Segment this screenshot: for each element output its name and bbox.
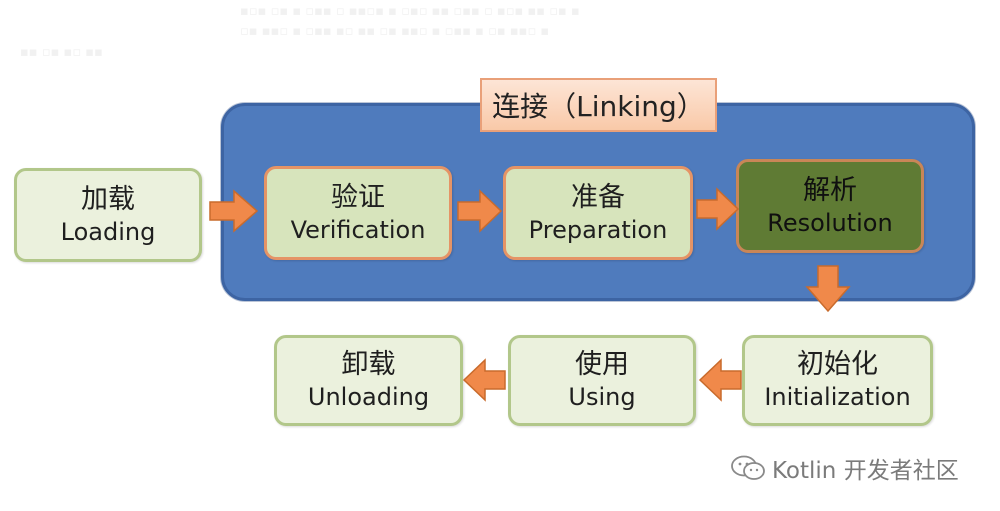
arrow-down-icon — [805, 265, 851, 313]
stage-initialization-en: Initialization — [764, 383, 911, 411]
stage-preparation-en: Preparation — [528, 215, 668, 244]
watermark: Kotlin 开发者社区 — [730, 451, 959, 485]
wechat-icon — [731, 455, 765, 480]
background-texture: ▫▪ ▪▪▫ ▪ ▫▪▪ ▪▫ ▪▪ ▫▪ ▪▪▫ ▪ ▫▪▪ ▪ ▫▪ ▪▪▫… — [240, 24, 550, 39]
linking-label-text: 连接（Linking） — [492, 90, 705, 123]
arrow-right-icon — [696, 187, 740, 231]
stage-verification: 验证 Verification — [264, 166, 452, 260]
stage-using-zh: 使用 — [575, 349, 629, 380]
stage-preparation-zh: 准备 — [571, 181, 625, 213]
background-texture: ▪▪ ▫▪ ▪▫ ▪▪ — [20, 45, 103, 60]
background-texture: ▪▫▪ ▫▪ ▪ ▫▪▪ ▫ ▪▪▫▪ ▪ ▫▪▫ ▪▪ ▫▪▪ ▫ ▪▫▪ ▪… — [240, 4, 580, 19]
linking-label: 连接（Linking） — [480, 78, 717, 132]
stage-loading-en: Loading — [60, 217, 156, 246]
stage-loading: 加载 Loading — [14, 168, 202, 262]
arrow-right-icon — [457, 189, 503, 233]
stage-initialization: 初始化 Initialization — [742, 335, 933, 426]
stage-loading-zh: 加载 — [81, 183, 135, 215]
watermark-text: Kotlin 开发者社区 — [772, 458, 959, 484]
stage-initialization-zh: 初始化 — [797, 349, 878, 380]
stage-resolution-en: Resolution — [767, 208, 893, 237]
arrow-right-icon — [209, 189, 259, 233]
stage-verification-zh: 验证 — [331, 181, 385, 213]
stage-unloading-en: Unloading — [307, 383, 430, 411]
stage-unloading-zh: 卸载 — [341, 349, 396, 380]
stage-resolution: 解析 Resolution — [736, 159, 924, 253]
stage-verification-en: Verification — [290, 215, 426, 244]
stage-using-en: Using — [568, 383, 636, 411]
arrow-left-icon — [698, 358, 742, 402]
stage-using: 使用 Using — [508, 335, 696, 426]
stage-unloading: 卸载 Unloading — [274, 335, 463, 426]
stage-preparation: 准备 Preparation — [503, 166, 693, 260]
arrow-left-icon — [462, 358, 506, 402]
stage-resolution-zh: 解析 — [803, 174, 857, 206]
